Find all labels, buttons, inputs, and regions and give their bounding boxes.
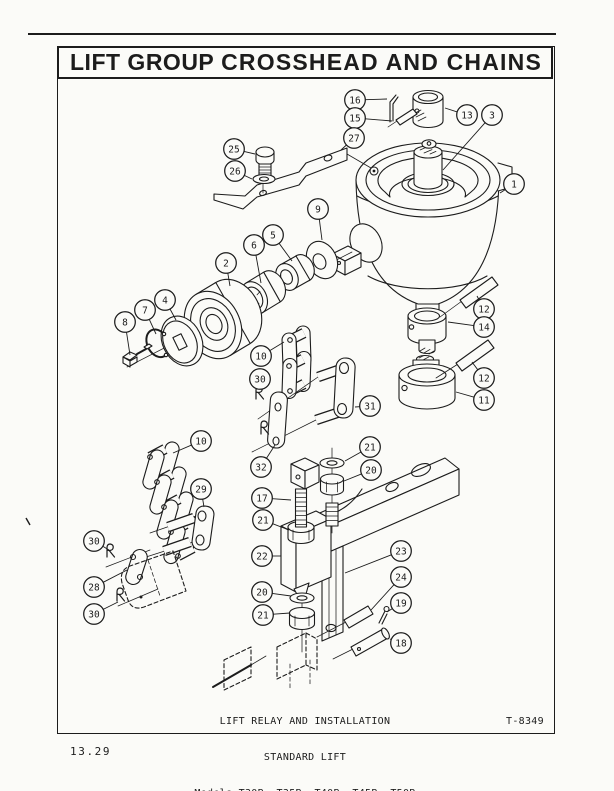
caption-line3: Models T30B, T35B, T40B, T45B, T50B bbox=[57, 788, 553, 791]
stray-mark bbox=[25, 517, 31, 526]
content-frame bbox=[57, 46, 555, 734]
page-number: 13.29 bbox=[70, 745, 112, 758]
page-title-section: CROSSHEAD AND CHAINS bbox=[221, 49, 542, 75]
caption-line1: LIFT RELAY AND INSTALLATION bbox=[219, 716, 391, 727]
drawing-number: T-8349 bbox=[506, 716, 544, 727]
title-box: LIFT GROUP CROSSHEAD AND CHAINS bbox=[57, 46, 553, 79]
page-title-group: LIFT GROUP bbox=[70, 49, 215, 75]
figure-caption: LIFT RELAY AND INSTALLATION STANDARD LIF… bbox=[57, 692, 553, 791]
top-rule bbox=[28, 33, 556, 35]
caption-line2: STANDARD LIFT bbox=[263, 752, 347, 763]
